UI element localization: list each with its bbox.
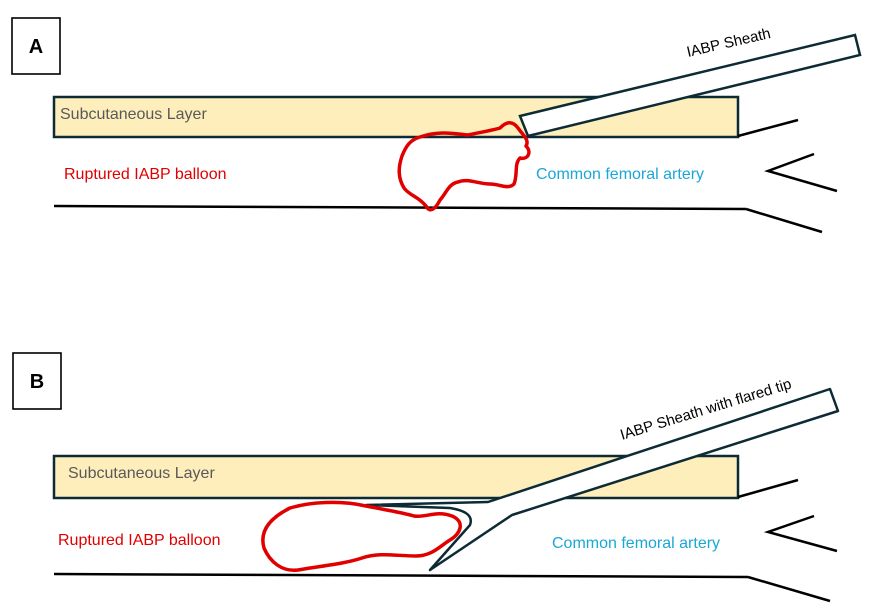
panel-b-branch-upper xyxy=(737,478,799,499)
panel-a-artery-label: Common femoral artery xyxy=(536,166,704,183)
panel-a-balloon-label: Ruptured IABP balloon xyxy=(64,166,226,183)
panel-a-sheath-label: IABP Sheath xyxy=(685,25,772,61)
panel-a-iabp-sheath xyxy=(518,33,862,138)
panel-a-letter: A xyxy=(29,36,43,58)
panel-a-artery-bottom-wall xyxy=(53,204,747,211)
panel-a-subcutaneous-label: Subcutaneous Layer xyxy=(60,106,207,123)
panel-b-letter: B xyxy=(30,371,44,393)
panel-b-balloon-label: Ruptured IABP balloon xyxy=(58,532,220,549)
panel-b-letter-box xyxy=(12,352,62,410)
panel-b-artery-bottom-wall xyxy=(53,572,749,579)
panel-b-iabp-sheath-flared xyxy=(364,387,840,572)
panel-a-branch-chevron xyxy=(764,152,838,193)
panel-a: A Subcutaneous Layer IABP Sheath Rupture… xyxy=(11,17,862,234)
panel-a-branch-upper xyxy=(737,118,799,138)
panel-b: B Subcutaneous Layer IABP Sheath with fl… xyxy=(12,352,840,603)
panel-a-letter-box xyxy=(11,17,61,75)
panel-b-artery-label: Common femoral artery xyxy=(552,535,720,552)
panel-b-ruptured-balloon xyxy=(261,500,462,572)
panel-a-branch-lower xyxy=(745,207,823,234)
panel-a-ruptured-balloon xyxy=(397,121,531,212)
panel-b-subcutaneous-label: Subcutaneous Layer xyxy=(68,465,215,482)
panel-b-branch-chevron xyxy=(763,514,838,553)
panel-b-branch-lower xyxy=(747,575,831,603)
